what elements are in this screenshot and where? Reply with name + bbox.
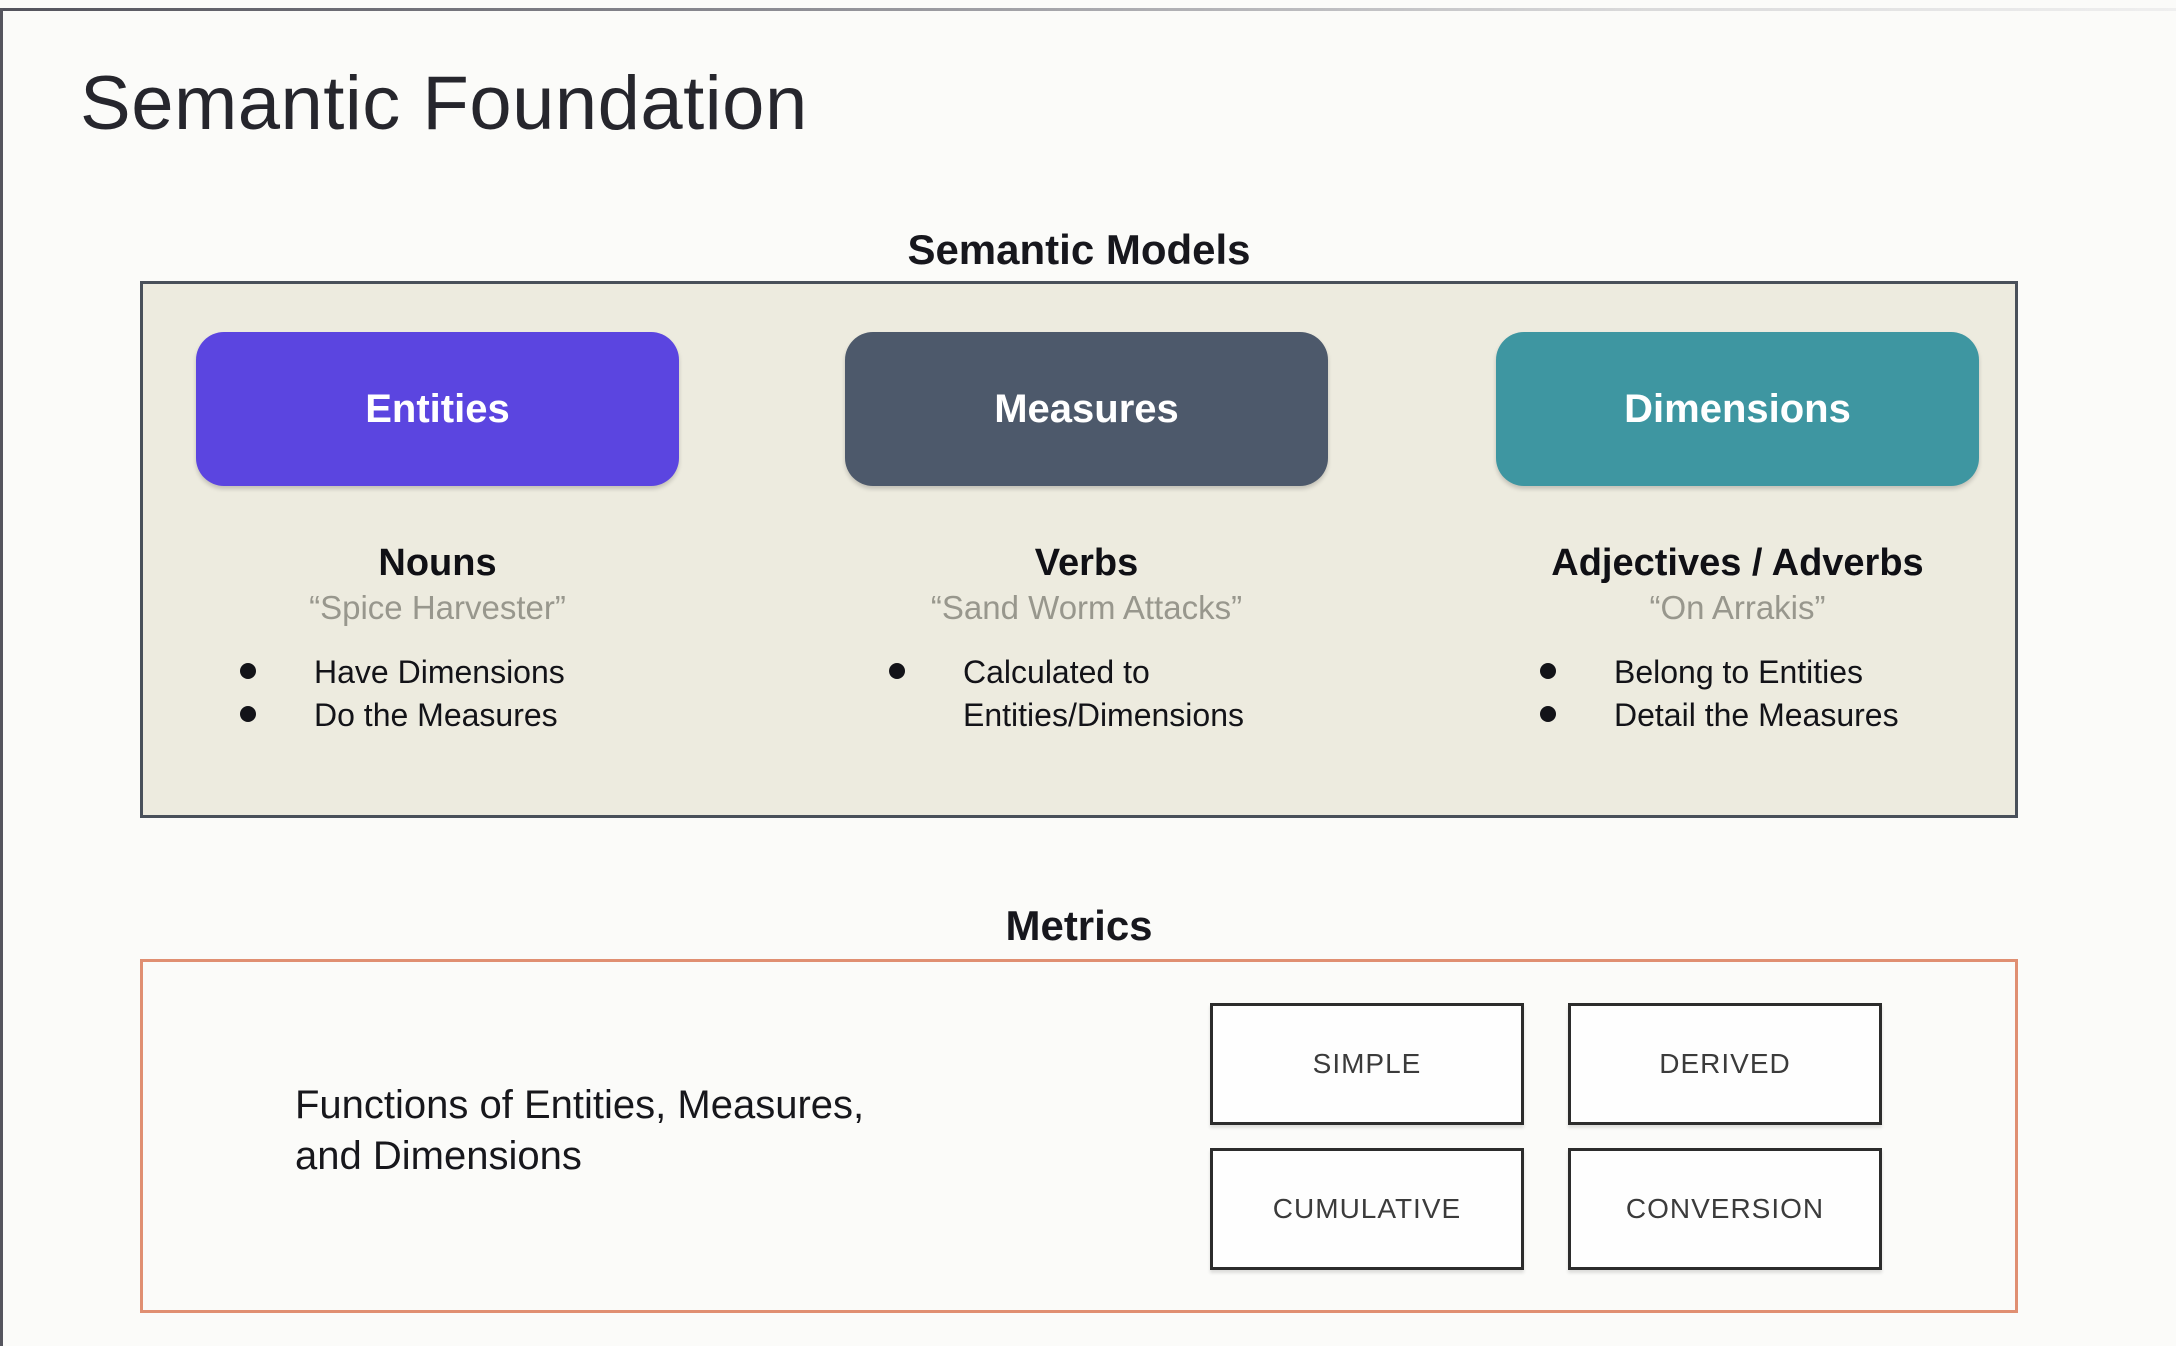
measures-bullet-list: Calculated to Entities/Dimensions <box>889 651 1328 735</box>
metric-type-conversion: CONVERSION <box>1568 1148 1882 1270</box>
measures-head: Verbs <box>1034 542 1139 584</box>
list-item: Belong to Entities <box>1540 651 1979 693</box>
bullet-label: Detail the Measures <box>1614 696 1899 733</box>
bullet-dot <box>1540 705 1556 722</box>
bullet-dot <box>1540 663 1556 680</box>
semantic-models-panel: Entities Nouns “Spice Harvester” Have Di… <box>140 281 2018 818</box>
measures-quote: “Sand Worm Attacks” <box>930 588 1243 626</box>
dimensions-quote: “On Arrakis” <box>1649 588 1826 626</box>
window-border-top <box>0 8 2176 11</box>
bullet-label: Do the Measures <box>314 696 558 733</box>
bullet-dot <box>240 705 256 722</box>
bullet-dot <box>240 663 256 680</box>
bullet-label: Have Dimensions <box>314 654 565 691</box>
measures-box: Measures <box>845 332 1328 486</box>
list-item: Do the Measures <box>240 694 679 736</box>
metrics-description-line2: and Dimensions <box>295 1133 582 1178</box>
column-measures: Measures Verbs “Sand Worm Attacks” Calcu… <box>845 284 1328 815</box>
bullet-label: Belong to Entities <box>1614 654 1864 691</box>
window-border-left <box>0 8 3 1346</box>
entities-box: Entities <box>196 332 679 486</box>
dimensions-bullet-list: Belong to Entities Detail the Measures <box>1540 651 1979 735</box>
bullet-dot <box>889 663 905 680</box>
semantic-models-heading: Semantic Models <box>907 226 1251 273</box>
metric-type-derived: DERIVED <box>1568 1003 1882 1125</box>
list-item: Have Dimensions <box>240 651 679 693</box>
metric-type-cumulative: CUMULATIVE <box>1210 1148 1524 1270</box>
metrics-description: Functions of Entities, Measures, and Dim… <box>295 1080 864 1182</box>
page-title: Semantic Foundation <box>80 61 808 146</box>
bullet-label: Calculated to Entities/Dimensions <box>963 654 1244 733</box>
metrics-heading: Metrics <box>1005 902 1153 949</box>
column-dimensions: Dimensions Adjectives / Adverbs “On Arra… <box>1496 284 1979 815</box>
entities-quote: “Spice Harvester” <box>309 588 566 626</box>
list-item: Calculated to Entities/Dimensions <box>889 651 1328 735</box>
dimensions-head: Adjectives / Adverbs <box>1551 542 1924 584</box>
entities-head: Nouns <box>378 542 497 584</box>
entities-bullet-list: Have Dimensions Do the Measures <box>240 651 679 735</box>
list-item: Detail the Measures <box>1540 694 1979 736</box>
column-entities: Entities Nouns “Spice Harvester” Have Di… <box>196 284 679 815</box>
metrics-panel: Functions of Entities, Measures, and Dim… <box>140 959 2018 1313</box>
dimensions-box: Dimensions <box>1496 332 1979 486</box>
metrics-description-line1: Functions of Entities, Measures, <box>295 1083 865 1127</box>
metric-type-simple: SIMPLE <box>1210 1003 1524 1125</box>
